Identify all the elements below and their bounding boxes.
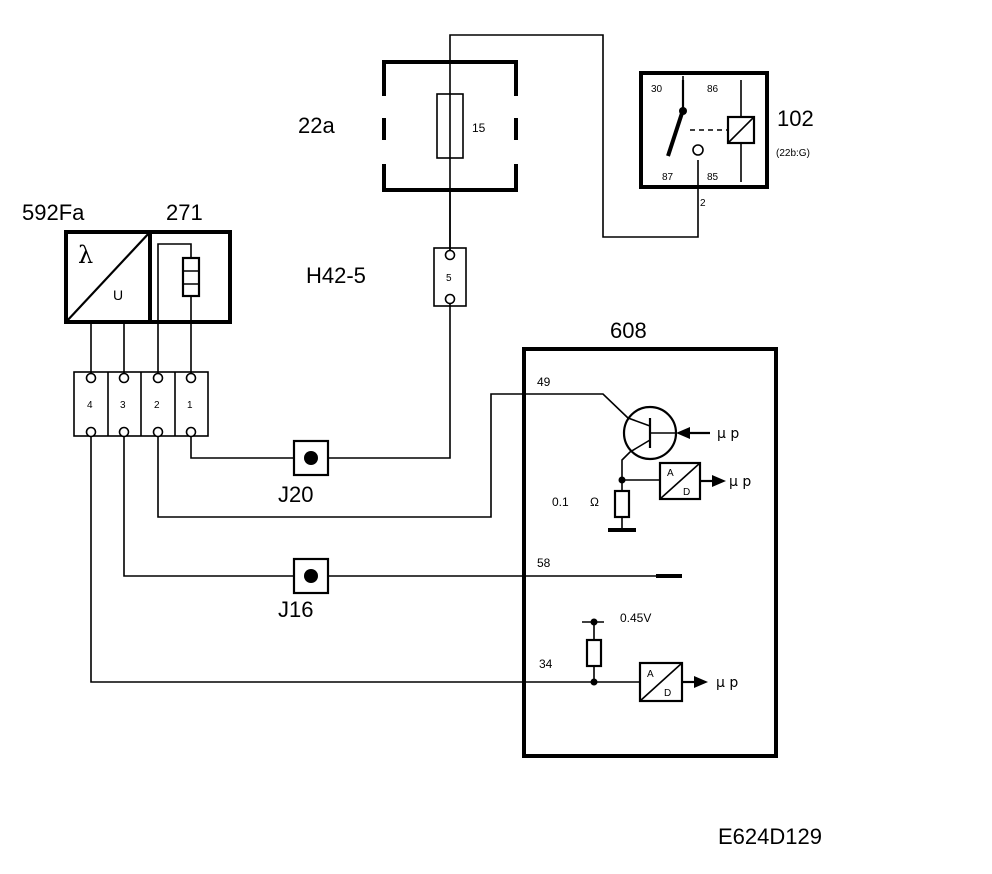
sensor-output-label: U xyxy=(113,287,123,303)
wire-h42-to-j20 xyxy=(327,300,451,459)
mu-p-label-2: μ p xyxy=(729,474,751,490)
ref-resistor xyxy=(585,638,603,668)
relay-pin-86: 86 xyxy=(707,84,719,95)
sensor-label: 592Fa xyxy=(22,200,85,225)
fuse-box-22a: 15 22a xyxy=(298,60,518,192)
fuse-box-label: 22a xyxy=(298,113,335,138)
connector-pin-1: 1 xyxy=(187,400,193,411)
ecu-label: 608 xyxy=(610,318,647,343)
heater-resistor xyxy=(181,256,201,298)
relay-102: 30 86 87 85 2 102 (22b:G) xyxy=(639,71,814,209)
ecu-608: 608 49 58 34 μ p 0.1 Ω A D μ p 0.4 xyxy=(522,318,778,758)
j16-label: J16 xyxy=(278,597,313,622)
j20-label: J20 xyxy=(278,482,313,507)
resistor-value: 0.1 xyxy=(552,495,569,509)
ref-voltage: 0.45V xyxy=(620,611,651,625)
relay-wire-label: 2 xyxy=(700,198,706,209)
connector-pin-2: 2 xyxy=(154,400,160,411)
ecu-pin-58: 58 xyxy=(537,556,551,570)
connector-block: 4 3 2 1 xyxy=(73,371,209,438)
wire-pin3-to-j16 xyxy=(123,433,293,577)
heater-label: 271 xyxy=(166,200,203,225)
fuse-number: 15 xyxy=(472,121,486,135)
relay-switch-arm xyxy=(666,109,685,157)
heater-271: 271 xyxy=(148,200,232,324)
wire-fuse-to-relay xyxy=(449,34,699,250)
adc-lower-d: D xyxy=(664,688,671,699)
relay-pin-87: 87 xyxy=(662,172,674,183)
connector-pin-4: 4 xyxy=(87,400,93,411)
connector-h42-5: 5 H42-5 xyxy=(306,247,467,307)
fuse-symbol xyxy=(436,93,464,159)
relay-pin-30: 30 xyxy=(651,84,663,95)
diagram-reference: E624D129 xyxy=(718,824,822,849)
shunt-resistor xyxy=(613,489,631,519)
relay-pin-85: 85 xyxy=(707,172,719,183)
junction-j20: J20 xyxy=(278,439,330,507)
wires xyxy=(90,34,699,683)
junction-j16: J16 xyxy=(278,557,330,622)
lambda-sensor-592fa: λ U 592Fa xyxy=(22,200,152,324)
adc-upper-d: D xyxy=(683,487,690,498)
relay-sub-label: (22b:G) xyxy=(776,148,810,159)
mu-p-label-3: μ p xyxy=(716,675,738,691)
wire-j20-to-pin1 xyxy=(190,433,293,459)
adc-lower-a: A xyxy=(647,669,654,680)
connector-pin-3: 3 xyxy=(120,400,126,411)
h42-label: H42-5 xyxy=(306,263,366,288)
wire-pin4-to-ecu34 xyxy=(90,433,594,683)
adc-upper-a: A xyxy=(667,468,674,479)
ecu-pin-49: 49 xyxy=(537,375,551,389)
ohm-symbol: Ω xyxy=(590,495,599,509)
relay-label: 102 xyxy=(777,106,814,131)
ecu-pin-34: 34 xyxy=(539,657,553,671)
lambda-symbol: λ xyxy=(78,241,93,269)
wire-pin2-to-ecu49 xyxy=(157,393,629,518)
h42-pin: 5 xyxy=(446,273,452,284)
mu-p-label-1: μ p xyxy=(717,426,739,442)
